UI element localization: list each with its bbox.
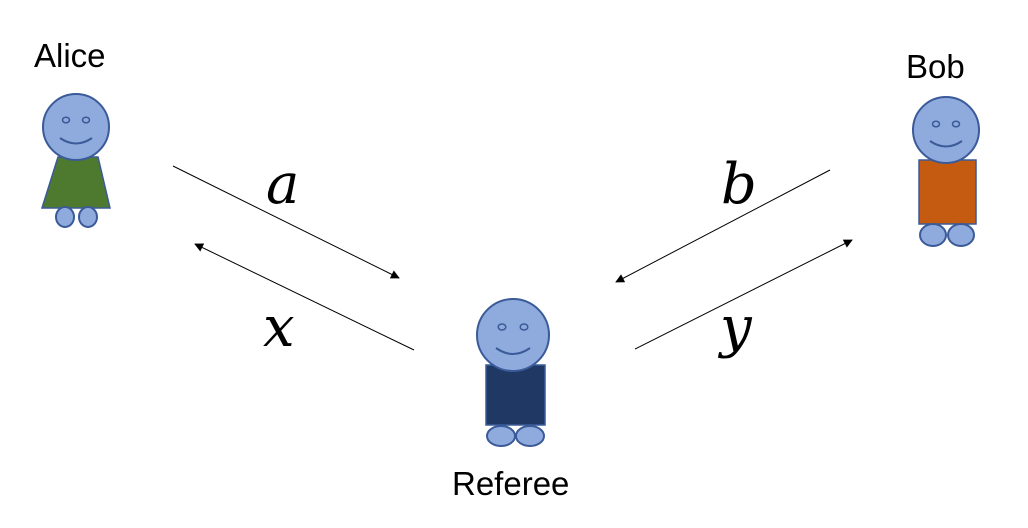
- bob-body: [918, 159, 977, 225]
- bob-figure: [912, 96, 980, 247]
- referee-figure: [476, 298, 550, 447]
- referee-left-eye: [497, 323, 507, 331]
- alice-smile: [59, 137, 93, 145]
- message-label-y: y: [717, 295, 753, 360]
- alice-head: [42, 93, 110, 161]
- bob-right-eye: [951, 120, 961, 128]
- message-label-b: b: [721, 152, 757, 217]
- referee-right-foot: [515, 425, 545, 447]
- bob-head: [912, 96, 980, 164]
- alice-figure: [40, 93, 111, 228]
- alice-left-eye: [61, 116, 71, 124]
- referee-left-foot: [486, 425, 516, 447]
- alice-right-foot: [78, 206, 98, 228]
- referee-smile: [495, 347, 531, 355]
- referee-body: [485, 364, 546, 426]
- alice-name-label: Alice: [34, 37, 106, 74]
- referee-head: [476, 298, 550, 372]
- bob-right-foot: [947, 223, 975, 247]
- arrow-referee-to-alice: [194, 243, 415, 351]
- message-label-a: a: [266, 152, 299, 217]
- bob-left-foot: [919, 223, 947, 247]
- referee-right-eye: [519, 323, 529, 331]
- message-label-x: x: [263, 295, 295, 360]
- arrow-alice-to-referee: [172, 165, 400, 279]
- bob-name-label: Bob: [906, 48, 965, 85]
- arrow-bob-to-referee: [615, 169, 831, 283]
- alice-body: [40, 156, 111, 209]
- alice-left-foot: [55, 206, 75, 228]
- bob-left-eye: [931, 120, 941, 128]
- alice-right-eye: [81, 116, 91, 124]
- bob-smile: [929, 140, 963, 148]
- referee-name-label: Referee: [452, 465, 570, 502]
- arrow-referee-to-bob: [634, 239, 853, 350]
